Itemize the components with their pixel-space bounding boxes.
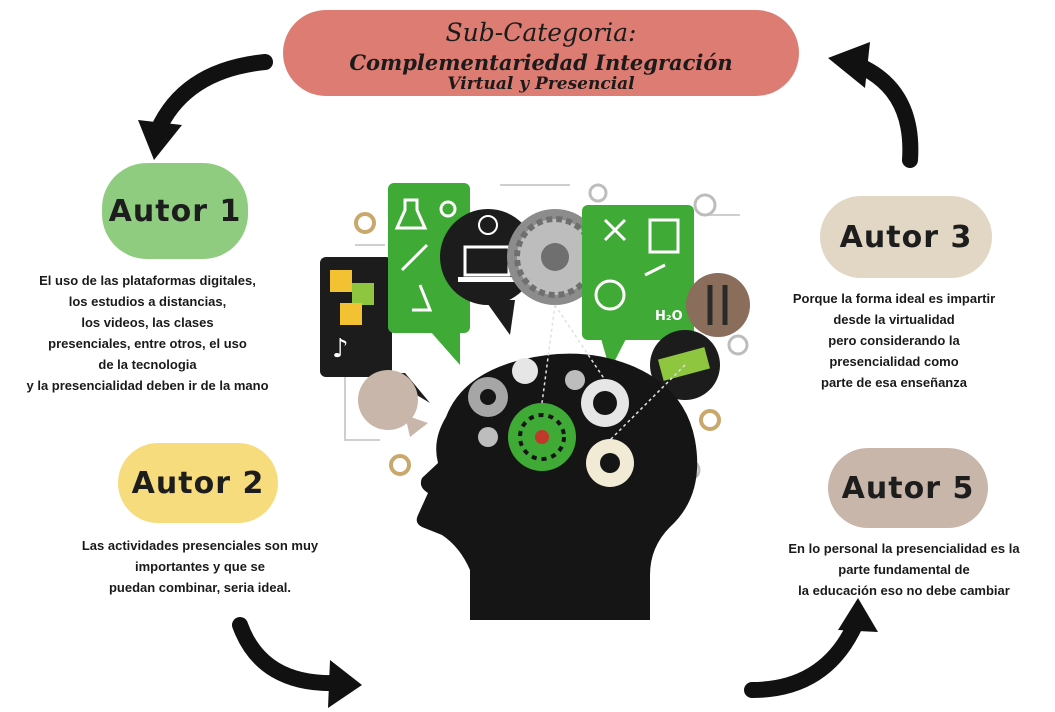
scissors-icon [603, 218, 627, 242]
header-line-2: Complementariedad Integración [349, 50, 733, 75]
flask-icon [394, 198, 428, 230]
pointer-lines [541, 304, 686, 441]
head-gears-illustration: ♪ H₂O [320, 183, 750, 620]
microscope-icon [412, 284, 433, 312]
author-1-line: El uso de las plataformas digitales, [39, 273, 256, 288]
telescope-icon [644, 263, 666, 277]
arrow-bottom-left-head [328, 660, 362, 708]
arrow-bottom-left [232, 617, 346, 692]
author-2-badge: Autor 2 [118, 443, 278, 523]
header-line-3: Virtual y Presencial [447, 74, 635, 94]
author-2-text: Las actividades presenciales son muy imp… [55, 535, 345, 598]
spoon-icon [707, 285, 728, 325]
author-5-line: En lo personal la presencialidad es la [788, 541, 1020, 556]
arrow-top-right-head [828, 42, 870, 88]
science-bubble [388, 183, 470, 333]
author-1-line: presenciales, entre otros, el uso [48, 336, 247, 351]
author-3-line: desde la virtualidad [833, 312, 955, 327]
author-2-line: Las actividades presenciales son muy [81, 538, 319, 553]
author-1-line: y la presencialidad deben ir de la mano [26, 378, 269, 393]
author-1-line: de la tecnologia [98, 357, 197, 372]
document-icon [648, 218, 680, 254]
arrow-top-left-head [138, 120, 182, 160]
author-3-badge: Autor 3 [820, 196, 992, 278]
author-1-line: los estudios a distancias, [68, 294, 227, 309]
small-gear-icons [354, 212, 721, 476]
small-grey-gear [478, 427, 498, 447]
atom-icon [478, 215, 498, 235]
author-3-line: parte de esa enseñanza [821, 375, 967, 390]
author-2-line: puedan combinar, seria ideal. [108, 580, 292, 595]
author-1-text: El uso de las plataformas digitales, los… [10, 270, 285, 396]
author-5-text: En lo personal la presencialidad es la p… [755, 538, 1053, 601]
author-3-line: pero considerando la [828, 333, 960, 348]
author-2-line: importantes y que se [134, 559, 266, 574]
header-line-1: Sub-Categoria: [445, 18, 637, 47]
author-5-badge: Autor 5 [828, 448, 988, 528]
steering-icon [693, 193, 717, 217]
h2o-icon: H₂O [655, 309, 683, 324]
author-5-line: parte fundamental de [838, 562, 970, 577]
spoon-bubble [686, 273, 750, 337]
globe-icon [594, 279, 626, 311]
author-3-text: Porque la forma ideal es impartir desde … [762, 288, 1026, 393]
steering-icon [588, 183, 608, 203]
circuit-board-icon [657, 347, 711, 381]
arrow-bottom-right [744, 617, 863, 698]
ruler-icon [400, 243, 429, 272]
steering-icon [727, 334, 749, 356]
tools-bubble [358, 370, 418, 430]
author-5-label: Autor 5 [841, 470, 975, 506]
student-icon [439, 200, 457, 218]
small-white-gear [512, 358, 538, 384]
education-bubble [582, 205, 694, 340]
author-1-label: Autor 1 [108, 193, 242, 229]
head-silhouette [416, 353, 698, 620]
puzzle-icon [330, 270, 374, 325]
small-grey-gear [565, 370, 585, 390]
music-note-icon: ♪ [332, 334, 349, 364]
author-5-line: la educación eso no debe cambiar [798, 583, 1010, 598]
author-1-badge: Autor 1 [102, 163, 248, 259]
author-3-line: Porque la forma ideal es impartir [792, 291, 996, 306]
author-3-label: Autor 3 [839, 219, 973, 255]
head-gears [468, 358, 634, 487]
subcategory-header: Sub-Categoria: Complementariedad Integra… [283, 10, 799, 96]
arrow-bottom-right-head [838, 598, 878, 632]
author-1-line: los videos, las clases [81, 315, 214, 330]
arrow-top-left [150, 54, 273, 138]
author-3-line: presencialidad como [829, 354, 959, 369]
author-2-label: Autor 2 [131, 465, 265, 501]
